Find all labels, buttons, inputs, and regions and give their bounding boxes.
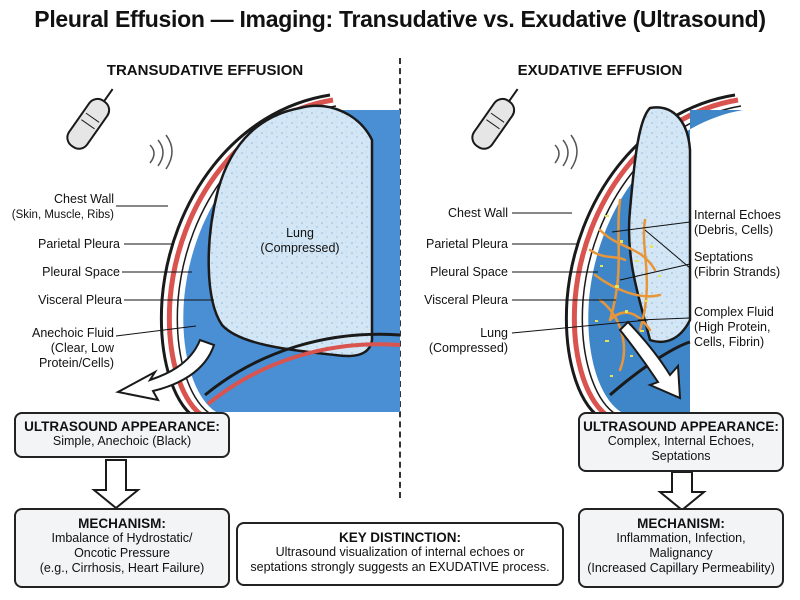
left-mechanism-box: MECHANISM: Imbalance of Hydrostatic/ Onc…: [14, 508, 230, 588]
right-appearance-line2: Septations: [651, 449, 711, 463]
right-mechanism-box: MECHANISM: Inflammation, Infection, Mali…: [578, 508, 784, 588]
right-label-visceral-pleura: Visceral Pleura: [424, 293, 508, 307]
page-title: Pleural Effusion — Imaging: Transudative…: [34, 6, 766, 32]
left-down-arrow: [91, 459, 141, 510]
key-distinction-box: KEY DISTINCTION: Ultrasound visualizatio…: [236, 522, 564, 586]
left-diaphragm: [204, 332, 401, 397]
left-label-parietal-pleura: Parietal Pleura: [38, 237, 120, 251]
left-mechanism-line1: Imbalance of Hydrostatic/: [51, 531, 193, 545]
left-lung: [207, 104, 374, 358]
left-label-visceral-pleura: Visceral Pleura: [38, 293, 122, 307]
left-ultrasound-probe: [66, 88, 114, 150]
key-distinction-line2: septations strongly suggests an EXUDATIV…: [250, 560, 550, 574]
left-appearance-heading: ULTRASOUND APPEARANCE:: [24, 419, 220, 434]
left-label-chest-wall-sub: (Skin, Muscle, Ribs): [11, 209, 114, 221]
left-appearance-box: ULTRASOUND APPEARANCE: Simple, Anechoic …: [14, 412, 230, 458]
left-mechanism-line3: (e.g., Cirrhosis, Heart Failure): [39, 561, 205, 575]
right-mechanism-line1: Inflammation, Infection,: [616, 531, 746, 545]
left-appearance-text: Simple, Anechoic (Black): [52, 434, 192, 448]
right-debris: [595, 215, 661, 377]
right-label-complex-fluid-2: (High Protein,: [694, 320, 771, 334]
right-diagram: [471, 88, 743, 512]
left-label-fluid-1: Anechoic Fluid: [32, 326, 114, 340]
right-mechanism-line3: (Increased Capillary Permeability): [587, 561, 775, 575]
right-heading: EXUDATIVE EFFUSION: [517, 62, 683, 79]
right-appearance-line1: Complex, Internal Echoes,: [607, 434, 755, 448]
right-label-echoes: Internal Echoes: [694, 208, 781, 222]
left-chest-wall: [159, 93, 331, 422]
left-label-lung-sub: (Compressed): [260, 241, 340, 255]
right-mechanism-heading: MECHANISM:: [637, 516, 725, 531]
key-distinction-line1: Ultrasound visualization of internal ech…: [275, 545, 525, 559]
right-appearance-heading: ULTRASOUND APPEARANCE:: [583, 419, 779, 434]
right-label-septations-sub: (Fibrin Strands): [694, 265, 781, 279]
left-diagram: [66, 88, 401, 510]
right-mechanism-line2: Malignancy: [649, 546, 713, 560]
key-distinction-heading: KEY DISTINCTION:: [338, 530, 461, 545]
right-appearance-box: ULTRASOUND APPEARANCE: Complex, Internal…: [578, 412, 784, 472]
right-ultrasound-probe: [471, 88, 519, 150]
left-mechanism-heading: MECHANISM:: [78, 516, 166, 531]
right-curved-arrow: [618, 320, 682, 400]
right-diaphragm: [609, 340, 691, 397]
right-down-arrow: [657, 471, 707, 512]
right-label-pleural-space: Pleural Space: [430, 265, 508, 279]
right-label-septations: Septations: [694, 250, 754, 264]
left-label-pleural-space: Pleural Space: [42, 265, 120, 279]
right-label-parietal-pleura: Parietal Pleura: [426, 237, 508, 251]
left-label-lung: Lung: [286, 226, 314, 240]
right-label-complex-fluid: Complex Fluid: [694, 305, 774, 319]
right-label-complex-fluid-3: Cells, Fibrin): [694, 335, 765, 349]
right-label-chest-wall: Chest Wall: [448, 206, 508, 220]
left-label-fluid-2: (Clear, Low: [50, 341, 114, 355]
right-label-lung-sub: (Compressed): [428, 341, 508, 355]
right-label-echoes-sub: (Debris, Cells): [694, 223, 774, 237]
left-heading: TRANSUDATIVE EFFUSION: [106, 62, 304, 79]
left-curved-arrow: [115, 338, 216, 402]
right-label-lung: Lung: [480, 326, 508, 340]
left-mechanism-line2: Oncotic Pressure: [74, 546, 170, 560]
left-label-fluid-3: Protein/Cells): [38, 356, 114, 370]
left-label-chest-wall: Chest Wall: [54, 192, 114, 206]
